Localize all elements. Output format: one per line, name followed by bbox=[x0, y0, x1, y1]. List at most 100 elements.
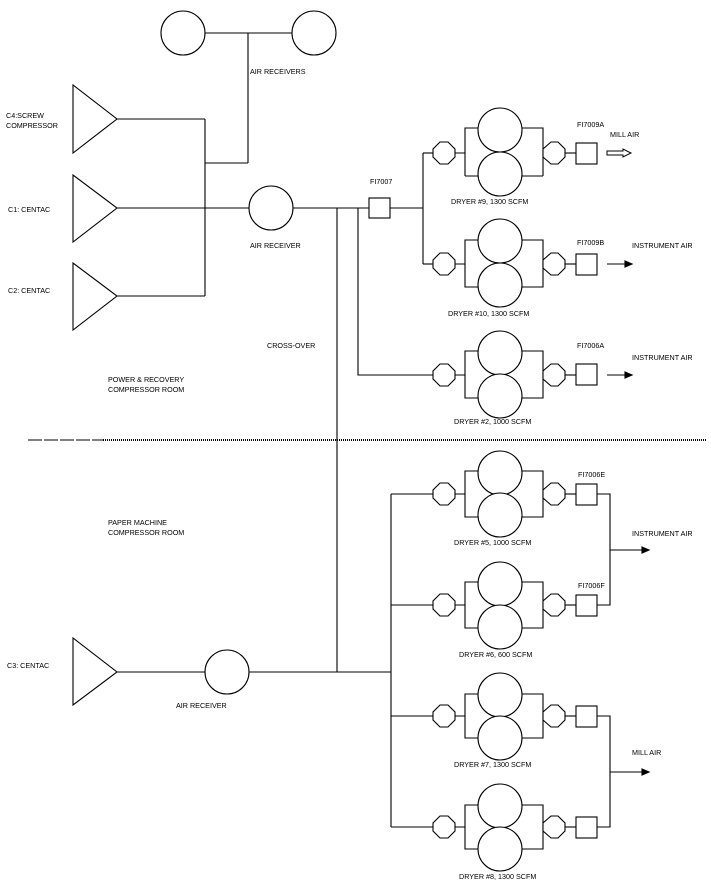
compressor-c4: C4:SCREW COMPRESSOR bbox=[6, 83, 205, 155]
dryer-8-label: DRYER #8, 1300 SCFM bbox=[459, 872, 536, 881]
dryer-10: FI7009B INSTRUMENT AIR DRYER #10, 1300 S… bbox=[432, 218, 693, 318]
dryer-2-tower-a bbox=[477, 330, 523, 376]
compressor-c1: C1: CENTAC bbox=[8, 173, 249, 244]
c2-label: C2: CENTAC bbox=[8, 286, 50, 295]
group-56-outlet-label: INSTRUMENT AIR bbox=[632, 529, 693, 538]
air-receiver-top bbox=[248, 185, 294, 231]
dryer-10-meter-label: FI7009B bbox=[577, 238, 604, 247]
dryer-7-bypass bbox=[455, 693, 544, 717]
dryer-9-tower-a bbox=[477, 107, 523, 153]
dryer-6-inlet-filter bbox=[432, 593, 456, 617]
dryer-6-outlet-line bbox=[597, 550, 611, 606]
dryer-2: FI7006A INSTRUMENT AIR DRYER #2, 1000 SC… bbox=[432, 330, 693, 426]
room-bottom-label-line1: PAPER MACHINE bbox=[108, 518, 167, 527]
dryer-7-tower-a bbox=[477, 672, 523, 718]
dryer-5-meter-label: FI7006E bbox=[578, 470, 605, 479]
fi7007-label: FI7007 bbox=[370, 177, 392, 186]
crossover-label: CROSS-OVER bbox=[267, 341, 315, 350]
fi7007-meter bbox=[368, 197, 391, 219]
c3-label: C3: CENTAC bbox=[7, 661, 49, 670]
dryer-9-tower-b bbox=[477, 151, 523, 197]
dryer-8-tower-b bbox=[477, 826, 523, 872]
air-receivers-group: AIR RECEIVERS bbox=[160, 10, 337, 163]
dryer-5-outlet-line bbox=[597, 493, 611, 550]
dryer-8-inlet-filter bbox=[432, 815, 456, 839]
dryer-9: FI7009A MILL AIR DRYER #9, 1300 SCFM bbox=[432, 107, 639, 206]
dryer-9-outlet-label: MILL AIR bbox=[610, 130, 639, 139]
group-78-outlet-arrow bbox=[641, 768, 651, 776]
dryer-5-outlet-filter bbox=[542, 482, 566, 506]
dryer-8-outlet-line bbox=[597, 772, 611, 828]
dryer-10-outlet-arrow bbox=[624, 260, 634, 268]
dryer-6-outlet-filter bbox=[542, 593, 566, 617]
dryer-5-meter bbox=[575, 483, 598, 506]
dryer-6-meter-label: FI7006F bbox=[578, 581, 605, 590]
dryer-8-outlet-filter bbox=[542, 815, 566, 839]
dryer-9-meter bbox=[575, 142, 598, 165]
dryer-6-meter bbox=[575, 594, 598, 617]
dryer-6-tower-b bbox=[477, 604, 523, 650]
c1-compressor-symbol bbox=[72, 173, 118, 244]
dryer-5-label: DRYER #5, 1000 SCFM bbox=[454, 538, 531, 547]
dryer-7: DRYER #7, 1300 SCFM bbox=[432, 672, 611, 772]
dryer-7-label: DRYER #7, 1300 SCFM bbox=[454, 760, 531, 769]
air-receiver-top-label: AIR RECEIVER bbox=[250, 241, 301, 250]
dryer-7-outlet-filter bbox=[542, 704, 566, 728]
dryer-7-tower-b bbox=[477, 715, 523, 761]
dryer-2-inlet-filter bbox=[432, 363, 456, 387]
dryer-5-tower-a bbox=[477, 450, 523, 496]
dryer-9-meter-label: FI7009A bbox=[577, 120, 604, 129]
group-78-outlet-label: MILL AIR bbox=[632, 748, 661, 757]
dryer-6-tower-a bbox=[477, 561, 523, 607]
c4-label-line1: C4:SCREW bbox=[6, 111, 44, 120]
room-top-label-line2: COMPRESSOR ROOM bbox=[108, 385, 184, 394]
dryer-5: FI7006E DRYER #5, 1000 SCFM bbox=[432, 450, 611, 550]
c2-compressor-symbol bbox=[72, 261, 118, 332]
dryer-2-bypass bbox=[455, 350, 544, 376]
dryer-10-label: DRYER #10, 1300 SCFM bbox=[448, 309, 529, 318]
air-receiver-tank-2 bbox=[291, 10, 337, 56]
dryer-7-inlet-filter bbox=[432, 704, 456, 728]
dryer-2-tower-b bbox=[477, 373, 523, 419]
dryer-7-meter bbox=[575, 705, 598, 728]
dryer-10-tower-a bbox=[477, 218, 523, 264]
air-receiver-bottom bbox=[204, 649, 250, 695]
c4-compressor-symbol bbox=[72, 83, 118, 155]
air-receivers-label: AIR RECEIVERS bbox=[250, 67, 306, 76]
dryer-2-label: DRYER #2, 1000 SCFM bbox=[454, 417, 531, 426]
dryer-6-bypass bbox=[455, 581, 544, 606]
dryer-8-bypass bbox=[455, 804, 544, 828]
dryer-6: FI7006F DRYER #6, 600 SCFM bbox=[432, 550, 611, 659]
dryer-2-meter-label: FI7006A bbox=[577, 341, 604, 350]
compressor-c2: C2: CENTAC bbox=[8, 261, 205, 332]
room-bottom-label-line2: COMPRESSOR ROOM bbox=[108, 528, 184, 537]
dryer-6-label: DRYER #6, 600 SCFM bbox=[459, 650, 532, 659]
dryer-2-meter bbox=[575, 363, 598, 386]
dryer-9-inlet-filter bbox=[432, 141, 456, 165]
dryer-9-outlet-arrow bbox=[606, 148, 633, 158]
dryer-10-tower-b bbox=[477, 262, 523, 308]
dryer-2-outlet-arrow bbox=[624, 371, 634, 379]
dryer-8-meter bbox=[575, 816, 598, 839]
dryer-5-bypass bbox=[455, 470, 544, 495]
dryer-2-feed bbox=[357, 208, 433, 376]
dryer-7-outlet-line bbox=[597, 715, 611, 772]
dryer-2-outlet-filter bbox=[542, 363, 566, 387]
compressor-c3: C3: CENTAC bbox=[7, 636, 205, 707]
air-receiver-bottom-label: AIR RECEIVER bbox=[176, 701, 227, 710]
dryer-10-inlet-filter bbox=[432, 252, 456, 276]
dryer-8-tower-a bbox=[477, 783, 523, 829]
dryer-10-meter bbox=[575, 253, 598, 276]
dryer-10-outlet-label: INSTRUMENT AIR bbox=[632, 241, 693, 250]
group-56-outlet-arrow bbox=[641, 546, 651, 554]
dryer-10-outlet-filter bbox=[542, 252, 566, 276]
dryer-8: DRYER #8, 1300 SCFM bbox=[432, 772, 611, 881]
dryer-5-tower-b bbox=[477, 492, 523, 538]
dryer-5-inlet-filter bbox=[432, 482, 456, 506]
dryer-2-outlet-label: INSTRUMENT AIR bbox=[632, 353, 693, 362]
air-receiver-tank-1 bbox=[160, 10, 206, 56]
dryer-10-bypass bbox=[455, 239, 544, 265]
dryer-9-bypass bbox=[455, 127, 544, 154]
c3-compressor-symbol bbox=[72, 636, 118, 707]
